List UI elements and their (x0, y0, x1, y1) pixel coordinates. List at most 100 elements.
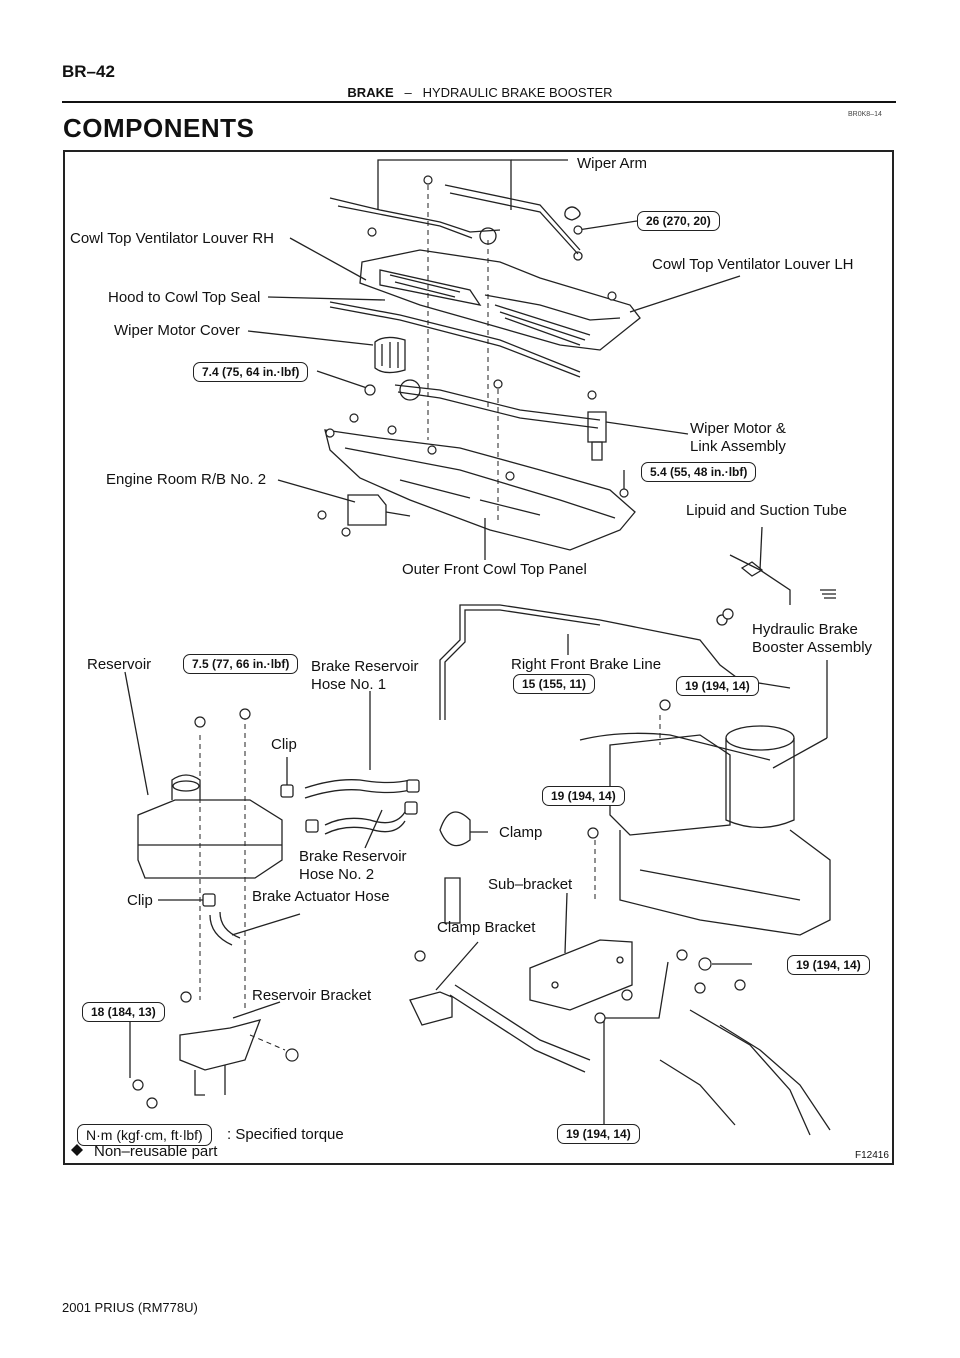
label-wiper-motor-2: Link Assembly (690, 438, 786, 455)
bolt-icon (427, 445, 437, 455)
reservoir-art (137, 774, 283, 879)
engine-room-rb-art (347, 494, 411, 526)
label-brake-reservoir-hose-1a: Brake Reservoir (311, 658, 419, 675)
alignment-dashes (199, 185, 661, 1051)
bolt-icon (285, 1048, 299, 1062)
bolt-icon (341, 527, 351, 537)
torque-box: 19 (194, 14) (557, 1124, 640, 1144)
clip-icon (280, 784, 294, 798)
bolt-icon (239, 708, 251, 720)
section-separator: – (404, 85, 412, 100)
page-title: COMPONENTS (63, 113, 255, 143)
bolt-icon (505, 471, 515, 481)
clip-icon (305, 819, 319, 833)
label-wiper-motor-cover: Wiper Motor Cover (114, 322, 240, 339)
torque-box: 18 (184, 13) (82, 1002, 165, 1022)
wiper-link-art (394, 379, 607, 461)
label-engine-room-rb: Engine Room R/B No. 2 (106, 471, 267, 488)
label-right-front-brake-line: Right Front Brake Line (511, 656, 662, 673)
bolt-icon (146, 1097, 158, 1109)
footer-model: 2001 PRIUS (RM778U) (62, 1300, 198, 1315)
clamp-art (409, 811, 471, 1026)
label-suction-tube: Lipuid and Suction Tube (686, 502, 847, 519)
diagram-frame (63, 150, 894, 1165)
label-hydraulic-booster-1: Hydraulic Brake (752, 621, 858, 638)
label-reservoir: Reservoir (87, 656, 152, 673)
sub-bracket-art (529, 939, 633, 1011)
bolt-icon (414, 950, 426, 962)
figure-code: F12416 (855, 1150, 889, 1161)
bolt-icon (364, 384, 376, 396)
torque-box: 19 (194, 14) (787, 955, 870, 975)
doc-code: BR0K8–14 (848, 111, 882, 118)
torque-box: 19 (194, 14) (542, 786, 625, 806)
label-outer-cowl-panel: Outer Front Cowl Top Panel (402, 561, 587, 578)
label-hood-seal: Hood to Cowl Top Seal (108, 289, 261, 306)
wiper-motor-cover-art (374, 336, 406, 374)
torque-box: 7.5 (77, 66 in.·lbf) (183, 654, 299, 674)
header-rule (62, 101, 896, 103)
legend-nonreusable-text: Non–reusable part (94, 1143, 218, 1160)
bolt-icon (676, 949, 688, 961)
torque-box: 15 (155, 11) (513, 674, 596, 694)
bolt-icon (722, 608, 734, 620)
label-cowl-louver-lh: Cowl Top Ventilator Louver LH (652, 256, 854, 273)
bolt-icon (387, 425, 397, 435)
bolt-icon (573, 225, 583, 235)
bolt-icon (325, 428, 335, 438)
label-sub-bracket: Sub–bracket (488, 876, 573, 893)
clip-icon (202, 893, 216, 907)
legend-torque-unit: N·m (kgf·cm, ft·lbf) (77, 1124, 212, 1146)
section-header: BRAKE – HYDRAULIC BRAKE BOOSTER (0, 85, 960, 100)
section-name: BRAKE (347, 85, 394, 100)
bolt-icon (587, 827, 599, 839)
bolt-icon (194, 716, 206, 728)
torque-box: 5.4 (55, 48 in.·lbf) (641, 462, 757, 482)
label-reservoir-bracket: Reservoir Bracket (252, 987, 372, 1004)
reservoir-hoses-art (209, 779, 411, 946)
bolt-icon (423, 175, 433, 185)
label-clip-top: Clip (271, 736, 297, 753)
label-clamp: Clamp (499, 824, 543, 841)
brake-line-art (439, 604, 791, 720)
label-brake-reservoir-hose-2a: Brake Reservoir (299, 848, 407, 865)
label-brake-reservoir-hose-2b: Hose No. 2 (299, 866, 375, 883)
harness-art (449, 984, 831, 1136)
bolt-icon (180, 991, 192, 1003)
label-hydraulic-booster-2: Booster Assembly (752, 639, 873, 656)
non-reusable-icon (71, 1144, 83, 1156)
clips (202, 779, 420, 907)
label-wiper-arm: Wiper Arm (577, 155, 648, 172)
booster-art (579, 725, 831, 936)
wiper-arm-art (329, 184, 583, 261)
label-cowl-louver-rh: Cowl Top Ventilator Louver RH (70, 230, 274, 247)
bolt-icon (317, 510, 327, 520)
page-number: BR–42 (62, 62, 115, 81)
suction-tube-art (729, 554, 836, 605)
label-clip-bottom: Clip (127, 892, 153, 909)
leader-lines (124, 159, 828, 1124)
label-wiper-motor-1: Wiper Motor & (690, 420, 786, 437)
bolt-icon (698, 957, 712, 971)
legend-torque-text: : Specified torque (227, 1126, 344, 1143)
torque-box: 7.4 (75, 64 in.·lbf) (193, 362, 309, 382)
torque-box: 26 (270, 20) (637, 211, 720, 231)
bolt-icon (734, 979, 746, 991)
bolt-icon (659, 699, 671, 711)
bolts (132, 175, 746, 1109)
clip-icon (406, 779, 420, 793)
bolt-icon (619, 488, 629, 498)
bolt-icon (621, 989, 633, 1001)
bolt-icon (132, 1079, 144, 1091)
label-brake-reservoir-hose-1b: Hose No. 1 (311, 676, 387, 693)
torque-box: 19 (194, 14) (676, 676, 759, 696)
bolt-icon (594, 1012, 606, 1024)
bolt-icon (493, 379, 503, 389)
cowl-louver-art (329, 249, 641, 378)
clip-icon (404, 801, 418, 815)
reservoir-bracket-art (179, 1019, 262, 1096)
bolt-icon (694, 982, 706, 994)
label-brake-actuator-hose: Brake Actuator Hose (252, 888, 390, 905)
bolt-icon (587, 390, 597, 400)
bolt-icon (607, 291, 617, 301)
